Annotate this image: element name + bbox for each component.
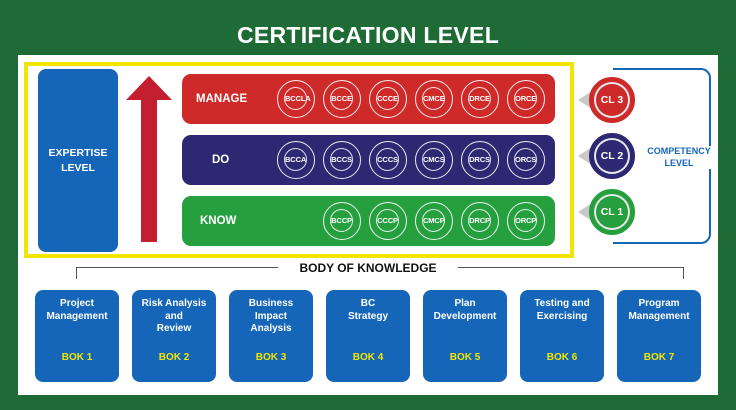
pointer-icon — [578, 91, 592, 109]
pointer-icon — [578, 203, 592, 221]
up-arrow-icon — [126, 76, 172, 242]
certification-badge[interactable]: BCCLA — [277, 80, 315, 118]
level-band-know: KNOW BCCP CCCP CMCP DRCP ORCP — [182, 196, 555, 246]
certification-badge[interactable]: ORCS — [507, 141, 545, 179]
competency-cl1: CL 1 — [589, 189, 635, 235]
level-label-manage: MANAGE — [196, 93, 248, 105]
level-band-manage: MANAGE BCCLA BCCE CCCE CMCE DRCE ORCE — [182, 74, 555, 124]
bok-card[interactable]: Program Management BOK 7 — [617, 290, 701, 382]
certification-badge[interactable]: DRCP — [461, 202, 499, 240]
bok-card[interactable]: Project Management BOK 1 — [35, 290, 119, 382]
competency-cl2: CL 2 — [589, 133, 635, 179]
bok-card[interactable]: BC Strategy BOK 4 — [326, 290, 410, 382]
certification-badge[interactable]: BCCE — [323, 80, 361, 118]
level-label-know: KNOW — [200, 215, 237, 227]
certification-badge[interactable]: CMCS — [415, 141, 453, 179]
certification-badge[interactable]: CMCE — [415, 80, 453, 118]
certification-badge[interactable]: CCCE — [369, 80, 407, 118]
expertise-level-box: EXPERTISE LEVEL — [38, 69, 118, 252]
certification-badge[interactable]: BCCS — [323, 141, 361, 179]
page-title: CERTIFICATION LEVEL — [236, 22, 500, 48]
certification-badge[interactable]: ORCE — [507, 80, 545, 118]
certification-badge[interactable]: CCCS — [369, 141, 407, 179]
certification-highlight-box — [24, 62, 574, 258]
competency-level-label: COMPETENCY LEVEL — [640, 146, 718, 170]
certification-badge[interactable]: DRCE — [461, 80, 499, 118]
certification-badge[interactable]: CCCP — [369, 202, 407, 240]
bok-title: BODY OF KNOWLEDGE — [278, 259, 458, 277]
bok-card[interactable]: Business Impact Analysis BOK 3 — [229, 290, 313, 382]
pointer-icon — [578, 147, 592, 165]
bok-card[interactable]: Risk Analysis and Review BOK 2 — [132, 290, 216, 382]
certification-badge[interactable]: BCCA — [277, 141, 315, 179]
level-label-do: DO — [212, 154, 230, 166]
certification-badge[interactable]: ORCP — [507, 202, 545, 240]
level-band-do: DO BCCA BCCS CCCS CMCS DRCS ORCS — [182, 135, 555, 185]
bok-card[interactable]: Testing and Exercising BOK 6 — [520, 290, 604, 382]
certification-badge[interactable]: DRCS — [461, 141, 499, 179]
certification-badge[interactable]: BCCP — [323, 202, 361, 240]
certification-badge[interactable]: CMCP — [415, 202, 453, 240]
bok-card[interactable]: Plan Development BOK 5 — [423, 290, 507, 382]
competency-cl3: CL 3 — [589, 77, 635, 123]
